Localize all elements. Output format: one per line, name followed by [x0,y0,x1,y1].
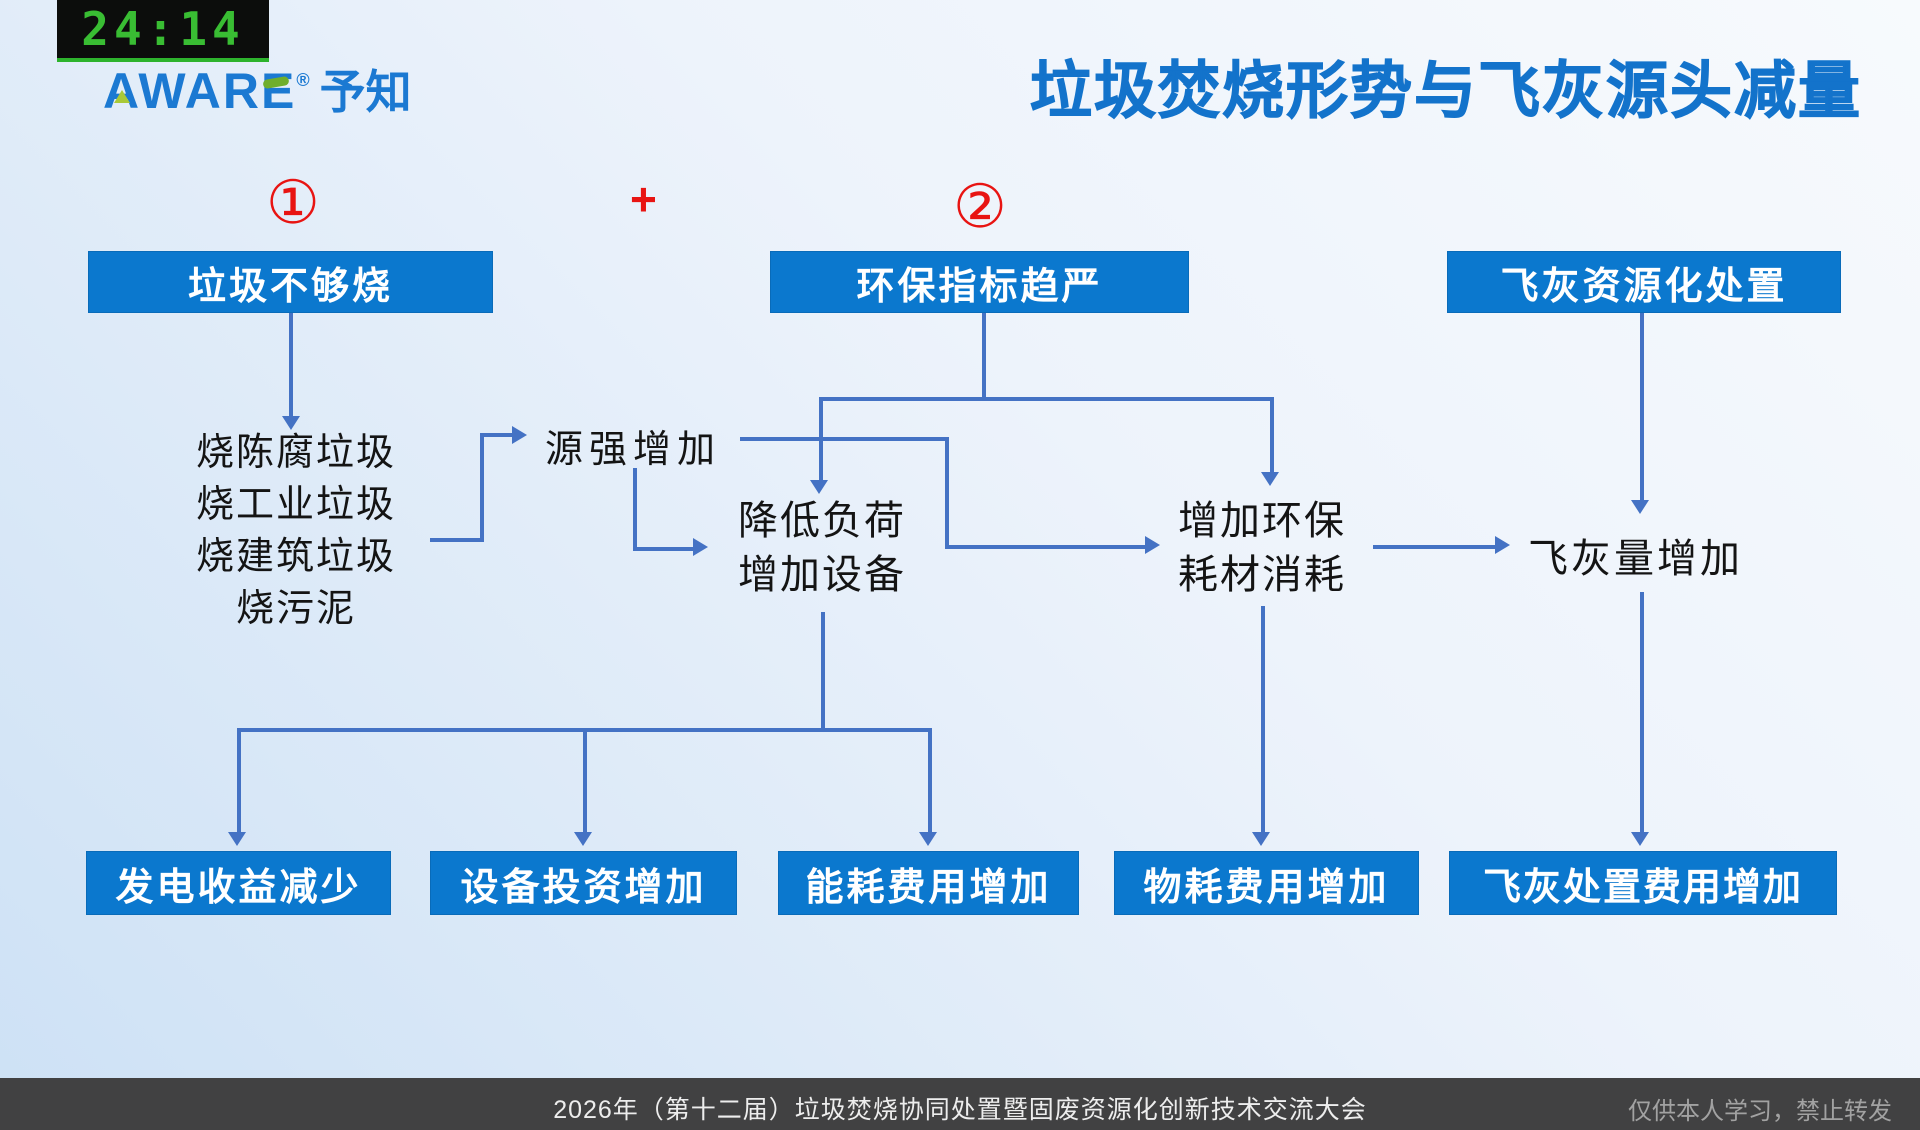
line-load-stem [821,612,825,731]
aware-logo: AWARE® 予知 [103,56,412,119]
box-flyash-disposal-cost-increase: 飞灰处置费用增加 [1449,851,1837,915]
box-material-cost-increase: 物耗费用增加 [1114,851,1419,915]
flyash-increase-text: 飞灰量增加 [1528,536,1743,582]
marker-circled-one: ① [266,169,320,236]
logo-chinese-text: 予知 [319,66,412,118]
line-source-to-load-2 [633,547,693,551]
conference-title: 2026年（第十二届）垃圾焚烧协同处置暨固废资源化创新技术交流大会 [553,1096,1367,1124]
line-standards-left-drop [819,397,823,480]
arrowhead-env-to-flyash [1495,536,1510,554]
watermark-text: 仅供本人学习，禁止转发 [1628,1098,1892,1125]
arrowhead-source-to-load [693,538,708,556]
burn-list-line-3: 烧建筑垃圾 [195,534,396,578]
box-waste-not-enough: 垃圾不够烧 [88,251,493,313]
arrowhead-flyash-to-disposal-cost [1631,832,1649,846]
arrowhead-drop-equipment-invest [574,832,592,846]
arrowhead-env-to-material-cost [1252,832,1270,846]
line-flyash-to-disposal-cost [1640,592,1644,832]
line-list-to-source-3 [484,433,512,437]
line-standards-split [819,397,1274,401]
arrowhead-standards-to-load [810,480,828,494]
line-env-to-material-cost [1261,606,1265,832]
box-env-standards-stricter: 环保指标趋严 [770,251,1189,313]
arrowhead-waste-to-list [282,416,300,430]
line-source-to-load-1 [633,468,637,551]
line-list-to-source-2 [480,433,484,542]
logo-registered-mark: ® [296,70,310,90]
line-source-to-env-1 [740,437,947,441]
line-env-to-flyash [1373,545,1495,549]
burn-list-text: 烧陈腐垃圾 烧工业垃圾 烧建筑垃圾 烧污泥 [146,426,446,634]
burn-list-line-1: 烧陈腐垃圾 [195,430,396,474]
line-source-to-env-3 [949,545,1145,549]
line-standards-right-drop [1270,397,1274,472]
box-energy-cost-increase: 能耗费用增加 [778,851,1079,915]
line-source-to-env-2 [945,437,949,549]
box-flyash-resource-disposal: 飞灰资源化处置 [1447,251,1841,313]
env-consumables-line-2: 耗材消耗 [1178,552,1346,598]
footer-bar: 2026年（第十二届）垃圾焚烧协同处置暨固废资源化创新技术交流大会 仅供本人学习… [0,1078,1920,1130]
line-drop-power-revenue [237,728,241,832]
env-consumables-line-1: 增加环保 [1178,498,1346,544]
env-consumables-text: 增加环保 耗材消耗 [1153,494,1371,602]
line-list-to-source-1 [430,538,482,542]
timer-value: 24:14 [81,2,245,56]
logo-green-triangle-icon [114,90,130,103]
line-waste-to-list [289,313,293,416]
arrowhead-list-to-source [512,426,527,444]
arrowhead-drop-energy-cost [919,832,937,846]
reduce-load-text: 降低负荷 增加设备 [713,494,931,602]
arrowhead-disposal-to-flyash [1631,500,1649,514]
line-disposal-to-flyash [1640,313,1644,500]
arrowhead-source-to-env [1145,536,1160,554]
box-equipment-investment-increase: 设备投资增加 [430,851,737,915]
slide-title: 垃圾焚烧形势与飞灰源头减量 [1029,57,1862,127]
line-drop-energy-cost [928,728,932,832]
arrowhead-standards-to-env [1261,472,1279,486]
arrowhead-drop-power-revenue [228,832,246,846]
marker-plus-sign: + [630,173,657,225]
burn-list-line-2: 烧工业垃圾 [195,482,396,526]
line-standards-stem [982,313,986,400]
marker-circled-two: ② [953,173,1007,240]
presentation-timer: 24:14 [57,0,269,62]
reduce-load-line-2: 增加设备 [738,552,906,598]
line-drop-equipment-invest [583,728,587,832]
box-power-revenue-decrease: 发电收益减少 [86,851,391,915]
reduce-load-line-1: 降低负荷 [738,498,906,544]
burn-list-line-4: 烧污泥 [235,586,356,630]
source-increase-text: 源强增加 [545,427,722,471]
logo-brand-text: AWARE [103,63,297,119]
